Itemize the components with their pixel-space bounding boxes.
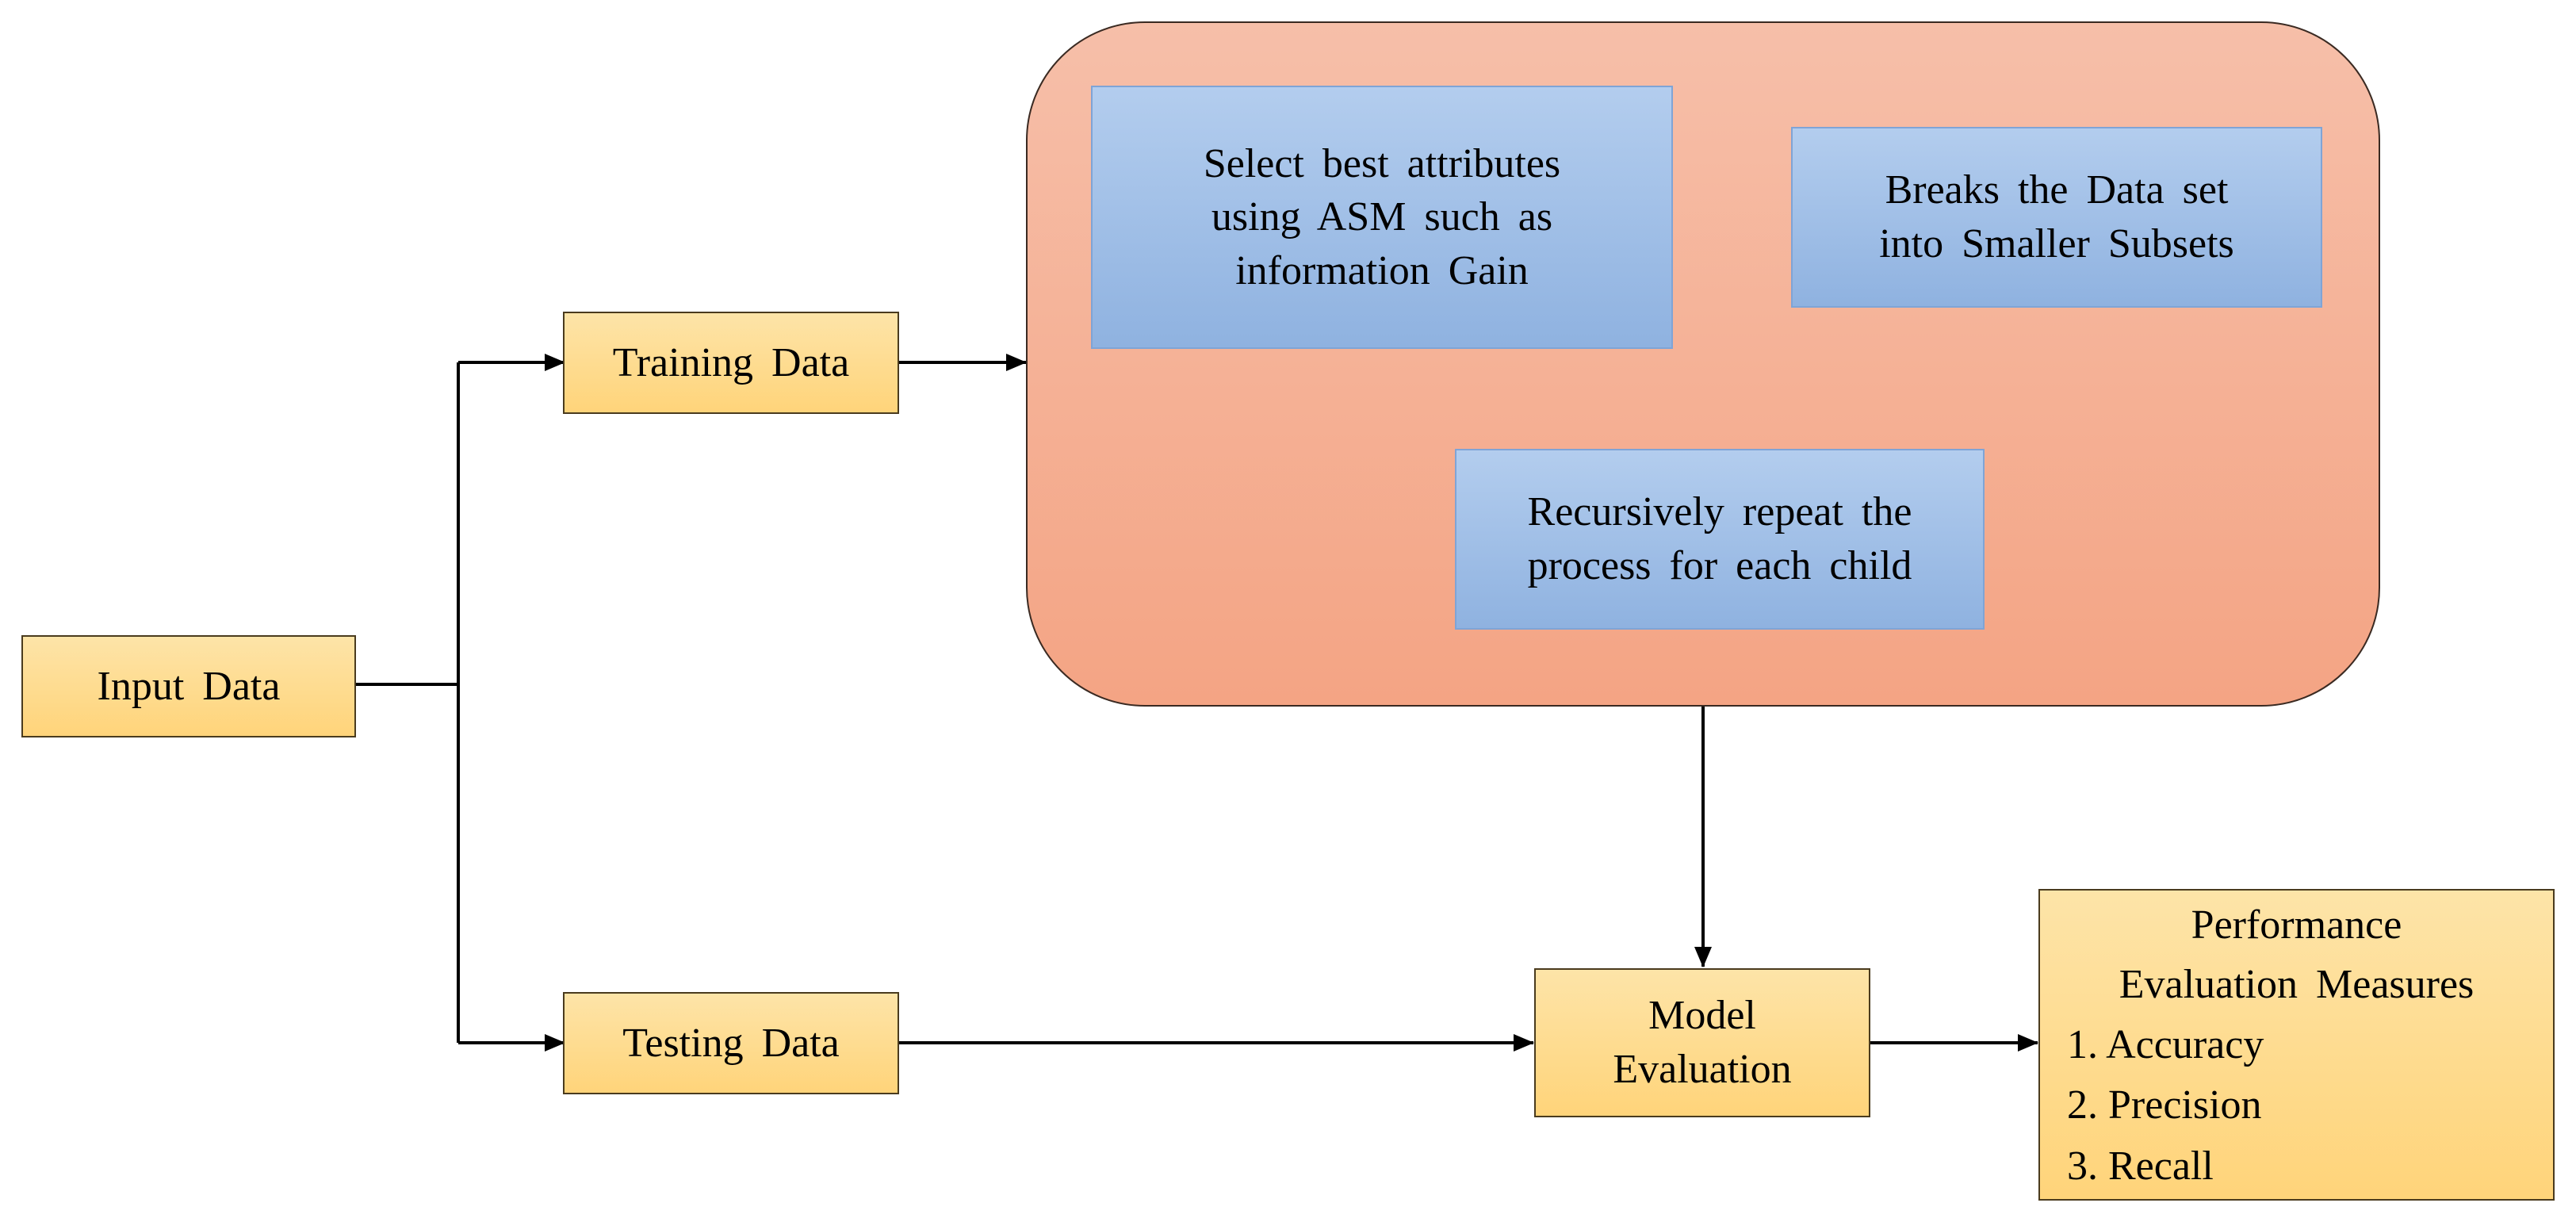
breaks-dataset-line-1: Breaks the Data set: [1885, 167, 2229, 213]
performance-item-recall: 3. Recall: [2067, 1143, 2214, 1189]
input-data-node: Input Data: [21, 635, 356, 737]
performance-measures-node: Performance Evaluation Measures 1. Accur…: [2038, 889, 2555, 1201]
input-data-label: Input Data: [97, 663, 281, 709]
recursive-repeat-node: Recursively repeat the process for each …: [1455, 449, 1985, 630]
breaks-dataset-line-2: into Smaller Subsets: [1879, 221, 2234, 266]
recursive-repeat-line-1: Recursively repeat the: [1527, 489, 1912, 535]
model-evaluation-line-2: Evaluation: [1613, 1047, 1792, 1092]
training-data-node: Training Data: [563, 312, 899, 414]
performance-title-line-2: Evaluation Measures: [2119, 962, 2475, 1008]
testing-data-node: Testing Data: [563, 992, 899, 1094]
performance-item-precision: 2. Precision: [2067, 1082, 2262, 1128]
performance-title-line-1: Performance: [2191, 902, 2402, 948]
breaks-dataset-node: Breaks the Data set into Smaller Subsets: [1791, 127, 2322, 308]
model-evaluation-line-1: Model: [1648, 993, 1756, 1039]
testing-data-label: Testing Data: [622, 1020, 840, 1066]
recursive-repeat-line-2: process for each child: [1527, 543, 1912, 588]
select-attributes-line-3: information Gain: [1235, 247, 1529, 293]
select-attributes-line-1: Select best attributes: [1203, 140, 1561, 186]
training-data-label: Training Data: [612, 339, 850, 385]
performance-item-accuracy: 1. Accuracy: [2067, 1021, 2264, 1067]
select-attributes-node: Select best attributes using ASM such as…: [1091, 86, 1673, 349]
select-attributes-line-2: using ASM such as: [1211, 194, 1553, 240]
model-evaluation-node: Model Evaluation: [1534, 968, 1870, 1117]
